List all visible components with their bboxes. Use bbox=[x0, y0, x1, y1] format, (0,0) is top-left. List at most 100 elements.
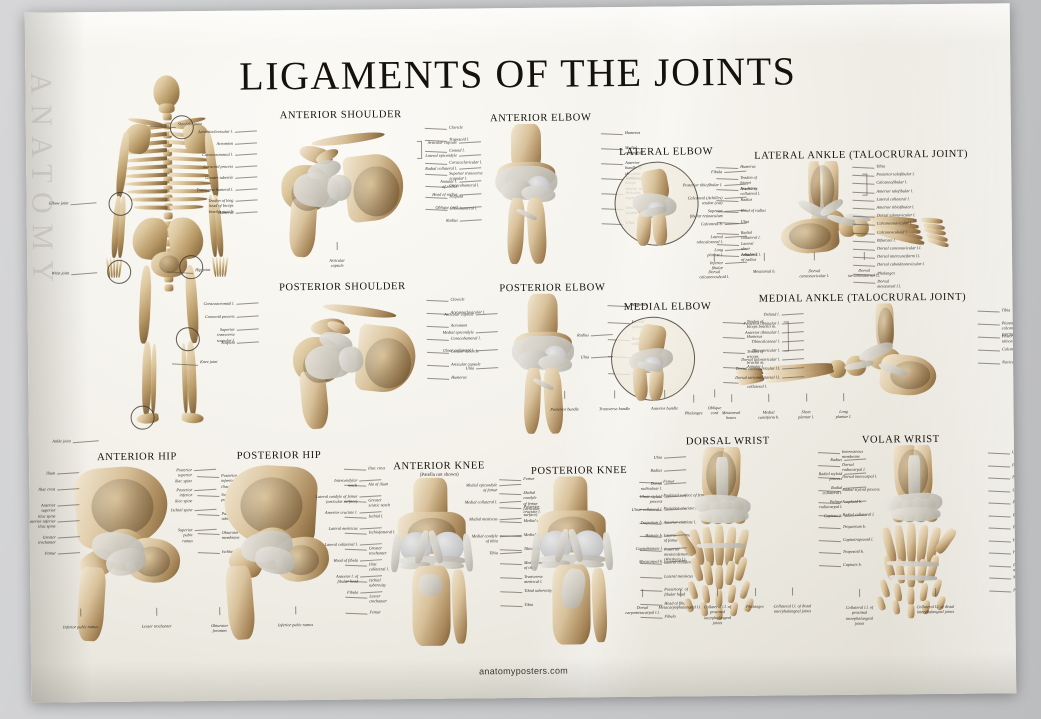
anatomy-label: Metacarpophalangeal l.l. bbox=[658, 604, 702, 610]
anatomy-label: Anterior superior iliac spine bbox=[38, 502, 56, 519]
leader-line bbox=[459, 193, 482, 196]
leader-line bbox=[844, 458, 867, 461]
anatomy-label: Humerus bbox=[218, 209, 234, 215]
anatomy-label: Acromion bbox=[216, 140, 233, 146]
leader-line bbox=[693, 394, 694, 403]
anatomy-label: Radius bbox=[650, 467, 663, 473]
leader-line bbox=[236, 341, 259, 344]
anatomy-label: Articular capsule bbox=[444, 311, 474, 317]
anatomy-label: Oblique cord bbox=[435, 204, 458, 210]
leader-line bbox=[664, 482, 687, 485]
anatomy-label: Fibula bbox=[711, 169, 723, 175]
leader-line bbox=[724, 196, 747, 199]
leader-line bbox=[427, 364, 450, 367]
anatomy-label: Posterior tibiotalar l. bbox=[743, 320, 780, 326]
leader-line bbox=[194, 528, 217, 531]
anatomy-label: Calcaneonavicular l. bbox=[876, 220, 913, 226]
leader-line bbox=[852, 232, 875, 234]
anatomy-label: Coracohumeral l. bbox=[450, 335, 481, 341]
leader-line bbox=[679, 588, 681, 597]
leader-line bbox=[724, 183, 747, 186]
gloss-highlight-top bbox=[24, 3, 1011, 53]
leader-line bbox=[725, 261, 748, 264]
anatomy-label: Obturator foramen bbox=[211, 622, 229, 634]
leader-line bbox=[763, 252, 765, 261]
leader-line bbox=[499, 500, 522, 503]
leader-line bbox=[713, 253, 715, 262]
anatomy-label: Shoulder joint bbox=[177, 121, 202, 127]
anatomy-label: Short plantar l. bbox=[798, 409, 815, 420]
anatomy-label: Posterior tibiofibular l. bbox=[682, 182, 723, 188]
leader-line bbox=[600, 133, 623, 135]
anatomy-label: Medial epicondyle bbox=[442, 329, 474, 335]
leader-line bbox=[591, 355, 614, 358]
anatomy-label: Tibia bbox=[876, 163, 885, 169]
leader-line bbox=[236, 302, 259, 305]
leader-line bbox=[359, 479, 382, 482]
leader-line bbox=[426, 338, 449, 341]
leader-line bbox=[978, 362, 1001, 365]
leader-line bbox=[476, 367, 499, 369]
anatomy-label: Hamate b. bbox=[645, 532, 663, 538]
anatomy-label: Tibia bbox=[489, 550, 498, 556]
anatomy-label: Dorsal talonavicular l. bbox=[876, 212, 916, 218]
anatomy-label: Coracoid process bbox=[204, 313, 235, 320]
anatomy-label: Tibiocalcaneal l. bbox=[751, 338, 780, 344]
leader-line bbox=[717, 588, 718, 597]
anatomy-label: Radius bbox=[577, 332, 589, 338]
leader-line bbox=[782, 367, 805, 369]
leader-line bbox=[360, 591, 383, 594]
anatomy-label: Hip joint bbox=[195, 266, 211, 273]
leader-line bbox=[359, 495, 382, 498]
leader-line bbox=[977, 310, 1000, 313]
anatomy-label: Inferior pubic ramus bbox=[63, 624, 99, 630]
anatomy-label: Wrist joint bbox=[51, 270, 70, 276]
leader-line bbox=[664, 521, 687, 524]
leader-line bbox=[235, 176, 258, 179]
anatomy-label: Lateral collateral l. bbox=[324, 541, 358, 547]
anatomy-label: Anterior tibiofibular l. bbox=[876, 204, 915, 210]
anatomy-label: Humerus bbox=[451, 374, 467, 380]
anatomy-label: Dorsal tarsometatarsal l.l. bbox=[848, 267, 881, 279]
anatomy-label: Femur bbox=[44, 550, 56, 556]
anatomy-label: Inferior pubic ramus bbox=[278, 622, 314, 628]
leader-line bbox=[426, 325, 449, 328]
leader-line bbox=[499, 551, 522, 554]
leader-line bbox=[475, 331, 498, 333]
leader-line bbox=[852, 224, 875, 226]
leader-line bbox=[499, 483, 522, 486]
leader-line bbox=[844, 514, 867, 517]
leader-line bbox=[863, 251, 865, 260]
leader-line bbox=[852, 215, 875, 218]
anatomy-label: Metatarsal b. bbox=[752, 268, 776, 274]
anatomy-label: Coracoacromial l. bbox=[203, 300, 235, 307]
leader-line bbox=[988, 465, 1011, 467]
leader-line bbox=[459, 206, 482, 209]
anatomy-label: Transverse humeral l. bbox=[196, 186, 234, 192]
leader-line bbox=[614, 390, 615, 399]
anatomy-label: Dorsal intercuneiform l.l. bbox=[877, 253, 921, 259]
leader-line bbox=[714, 389, 715, 398]
anatomy-label: Trapezium b. bbox=[640, 519, 663, 525]
leader-line bbox=[977, 336, 1000, 339]
leader-line bbox=[426, 299, 449, 302]
leader-line bbox=[459, 167, 482, 170]
anatomy-label: Medial condyle of tibia bbox=[471, 533, 498, 544]
anatomy-label: Articular capsule bbox=[427, 139, 457, 145]
anatomy-label: Coracoid process bbox=[203, 163, 234, 169]
anatomy-label: Dorsal tarsometatarsal l.l. bbox=[735, 374, 781, 380]
anatomy-label: Posterior talofibular l. bbox=[876, 171, 915, 177]
leader-line bbox=[458, 141, 481, 144]
leader-line bbox=[663, 456, 686, 459]
leader-line bbox=[235, 199, 258, 202]
anatomy-label: Lateral condyle of femur (articular surf… bbox=[315, 493, 358, 505]
leader-line bbox=[424, 127, 447, 130]
leader-line bbox=[843, 393, 844, 402]
leader-line bbox=[57, 504, 80, 506]
leader-line bbox=[642, 589, 643, 598]
leader-line bbox=[194, 488, 217, 491]
leader-line bbox=[425, 162, 448, 164]
anatomy-label: Lateral meniscus bbox=[328, 525, 358, 531]
anatomy-label: Iliac crest bbox=[38, 486, 56, 492]
